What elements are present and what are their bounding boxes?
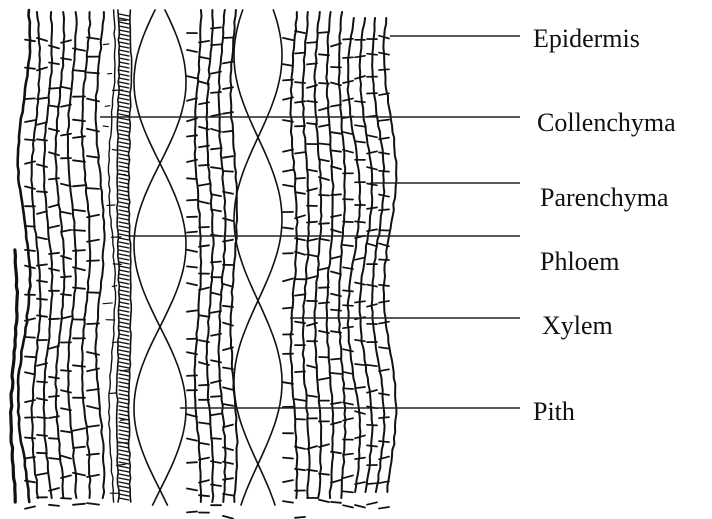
label-epidermis: Epidermis [533, 24, 640, 53]
label-phloem: Phloem [540, 247, 619, 276]
label-pith: Pith [533, 397, 575, 426]
label-collenchyma: Collenchyma [537, 108, 676, 137]
label-xylem: Xylem [542, 311, 613, 340]
labels: Epidermis Collenchyma Parenchyma Phloem … [533, 24, 676, 426]
tissue-drawing [11, 10, 397, 519]
label-parenchyma: Parenchyma [540, 183, 669, 212]
